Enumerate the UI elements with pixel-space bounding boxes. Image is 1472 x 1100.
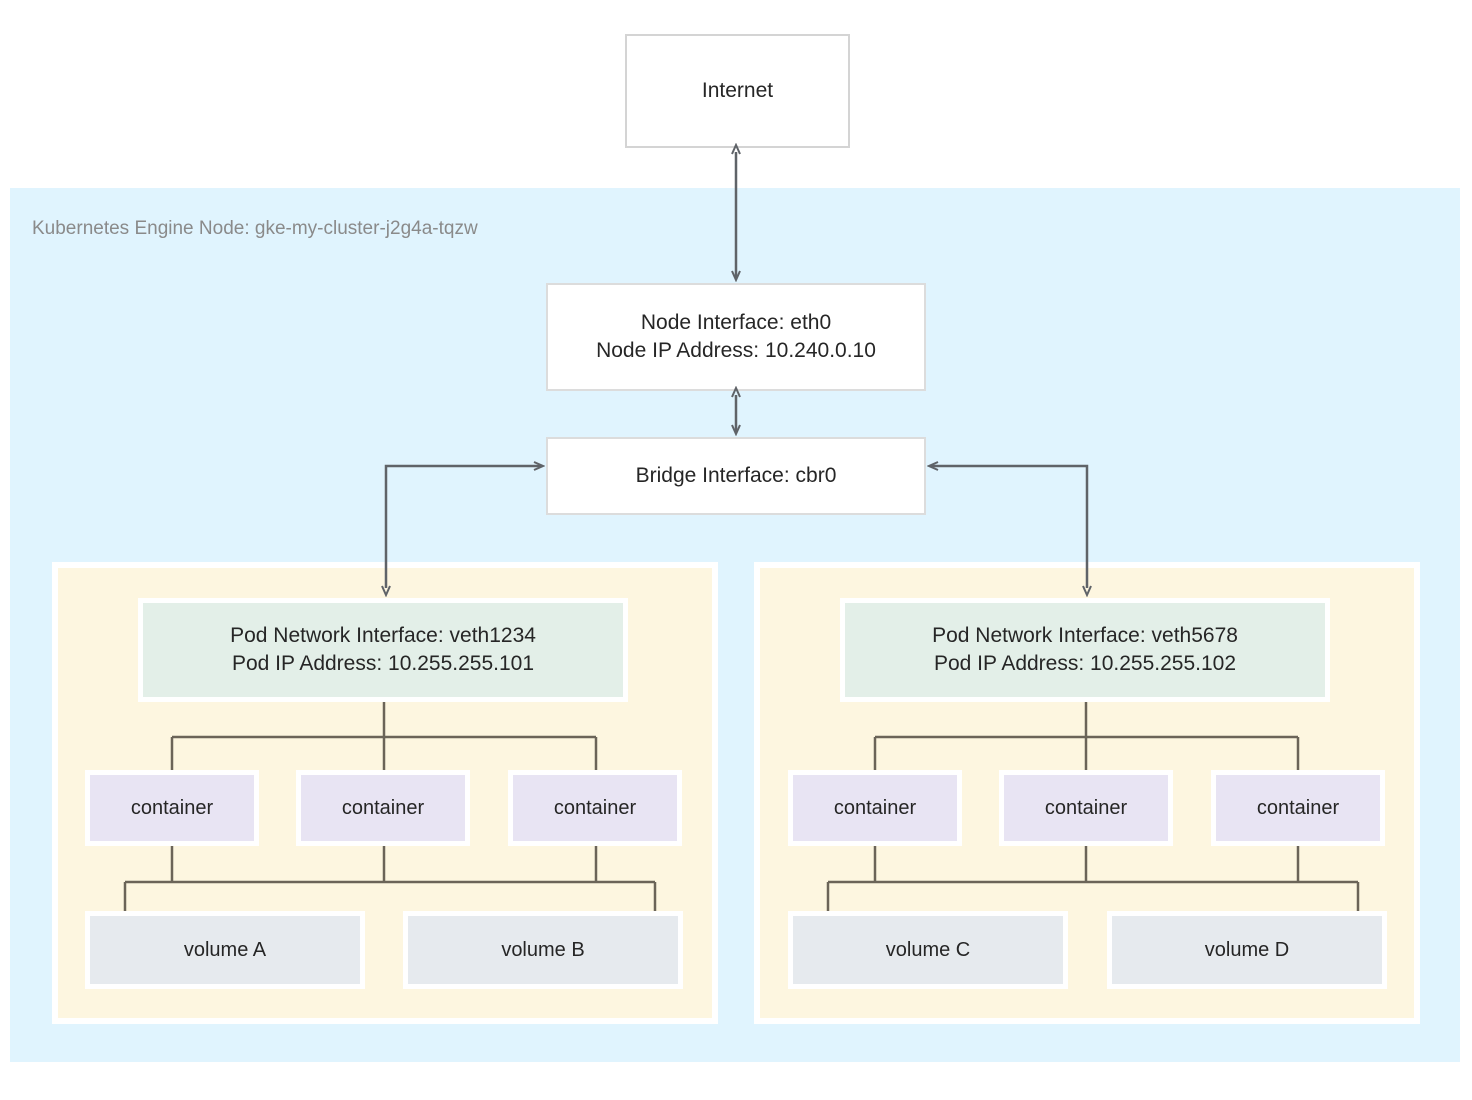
volume-label: volume D (1204, 938, 1290, 961)
pod-2-volume-c[interactable]: volume C (788, 911, 1068, 989)
internet-node[interactable]: Internet (625, 34, 850, 148)
pod-1-container-2[interactable]: container (296, 770, 470, 846)
volume-label: volume B (501, 938, 585, 961)
pod-1-container-3[interactable]: container (508, 770, 682, 846)
container-label: container (553, 796, 637, 819)
internet-label: Internet (701, 78, 774, 102)
pod-1-container-1[interactable]: container (85, 770, 259, 846)
container-label: container (341, 796, 425, 819)
pod-2-container-2[interactable]: container (999, 770, 1173, 846)
pod-network-interface-2[interactable]: Pod Network Interface: veth5678 Pod IP A… (840, 598, 1330, 702)
node-interface-name: Node Interface: eth0 (640, 310, 832, 334)
container-label: container (1044, 796, 1128, 819)
pod-1-volume-a[interactable]: volume A (85, 911, 365, 989)
node-ip-address: Node IP Address: 10.240.0.10 (596, 339, 876, 362)
volume-label: volume C (885, 938, 971, 961)
container-label: container (833, 796, 917, 819)
bridge-interface-node[interactable]: Bridge Interface: cbr0 (546, 437, 926, 515)
volume-label: volume A (183, 938, 267, 961)
pod-2-volume-d[interactable]: volume D (1107, 911, 1387, 989)
pod-1-ip-address: Pod IP Address: 10.255.255.101 (231, 652, 535, 675)
pod-2-container-3[interactable]: container (1211, 770, 1385, 846)
pod-network-interface-1[interactable]: Pod Network Interface: veth1234 Pod IP A… (138, 598, 628, 702)
bridge-interface-label: Bridge Interface: cbr0 (635, 463, 837, 487)
pod-2-container-1[interactable]: container (788, 770, 962, 846)
container-label: container (130, 796, 214, 819)
container-label: container (1256, 796, 1340, 819)
pod-2-ip-address: Pod IP Address: 10.255.255.102 (933, 652, 1237, 675)
pod-2-interface-name: Pod Network Interface: veth5678 (932, 623, 1238, 647)
pod-1-interface-name: Pod Network Interface: veth1234 (230, 623, 536, 647)
pod-1-volume-b[interactable]: volume B (403, 911, 683, 989)
node-interface-node[interactable]: Node Interface: eth0 Node IP Address: 10… (546, 283, 926, 391)
kubernetes-node-region-label: Kubernetes Engine Node: gke-my-cluster-j… (32, 218, 478, 239)
